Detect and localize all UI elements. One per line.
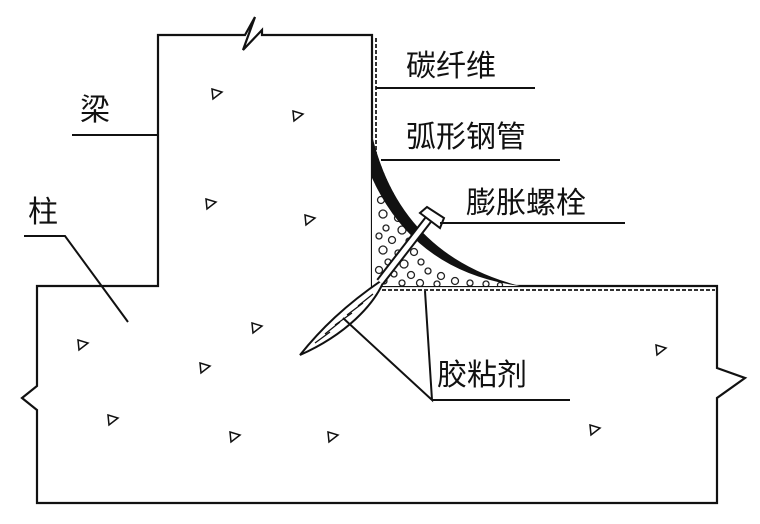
expansion-bolt <box>299 205 446 356</box>
label-carbon-fiber: 碳纤维 <box>406 49 496 84</box>
aggregate-symbols <box>77 87 668 444</box>
leader-column <box>24 235 129 323</box>
leader-lines <box>24 87 625 403</box>
concrete-outline <box>20 16 748 505</box>
label-arc-steel-pipe: 弧形钢管 <box>406 120 526 155</box>
arc-steel-pipe <box>372 135 520 286</box>
label-beam: 梁 <box>80 93 110 128</box>
leader-adhesive <box>342 290 570 403</box>
label-adhesive: 胶粘剂 <box>437 358 527 393</box>
label-expansion-bolt: 膨胀螺栓 <box>466 186 586 221</box>
label-column: 柱 <box>28 195 58 230</box>
